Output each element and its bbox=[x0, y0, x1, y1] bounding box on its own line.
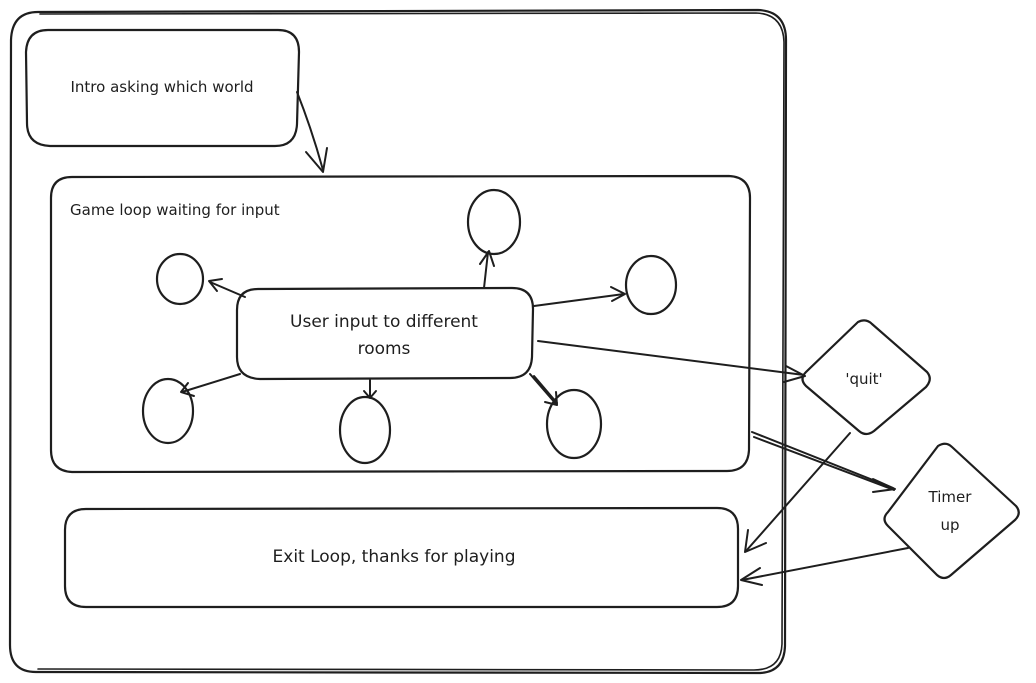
exit-node[interactable]: Exit Loop, thanks for playing bbox=[63, 506, 740, 609]
user-input-box bbox=[235, 286, 535, 381]
game-loop-label: Game loop waiting for input bbox=[70, 201, 280, 219]
intro-box bbox=[24, 28, 301, 148]
room-circle-left-top[interactable] bbox=[155, 252, 205, 306]
arrow-timer-to-exit bbox=[740, 547, 909, 586]
quit-node[interactable]: 'quit' bbox=[801, 319, 931, 436]
exit-label: Exit Loop, thanks for playing bbox=[273, 547, 516, 567]
arrow-to-room-top bbox=[479, 250, 495, 289]
exit-box bbox=[63, 506, 740, 609]
intro-node[interactable]: Intro asking which world bbox=[24, 28, 301, 148]
arrow-input-to-quit bbox=[537, 340, 806, 383]
timer-label-line1: Timer bbox=[928, 488, 973, 506]
outer-container-sketch bbox=[37, 12, 785, 671]
arrow-to-room-bottom-middle bbox=[363, 379, 377, 399]
arrow-to-room-bottom-right bbox=[529, 373, 558, 406]
user-input-label-line2: rooms bbox=[358, 339, 411, 359]
user-input-label-line1: User input to different bbox=[290, 312, 478, 332]
user-input-node[interactable]: User input to different rooms bbox=[235, 286, 535, 381]
outer-container bbox=[8, 8, 788, 675]
timer-label-line2: up bbox=[940, 516, 959, 534]
arrow-to-room-left-top bbox=[208, 278, 246, 298]
room-circle-bottom-right[interactable] bbox=[545, 388, 603, 460]
room-circle-left-bottom[interactable] bbox=[141, 377, 195, 445]
arrow-quit-to-exit bbox=[744, 432, 851, 553]
timer-diamond bbox=[883, 442, 1020, 580]
room-circle-right[interactable] bbox=[624, 254, 678, 316]
quit-diamond bbox=[801, 319, 931, 436]
room-circle-bottom-middle[interactable] bbox=[338, 395, 392, 465]
intro-label: Intro asking which world bbox=[70, 78, 253, 96]
arrow-intro-to-loop bbox=[296, 91, 328, 173]
game-loop-node[interactable]: Game loop waiting for input bbox=[49, 174, 752, 474]
arrow-to-room-right bbox=[533, 286, 626, 307]
room-circle-top[interactable] bbox=[466, 188, 522, 256]
arrow-to-room-left-bottom bbox=[180, 373, 241, 397]
game-loop-box bbox=[49, 174, 752, 474]
quit-label: 'quit' bbox=[845, 370, 882, 388]
timer-node[interactable]: Timer up bbox=[883, 442, 1020, 580]
